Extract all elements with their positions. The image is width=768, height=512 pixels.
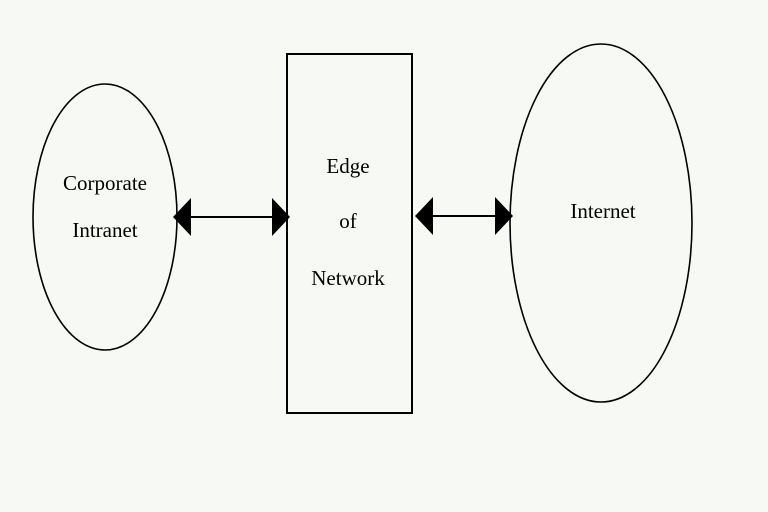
edge-of-network-rect	[286, 53, 413, 414]
edge-of-network-label-line1: Edge	[326, 154, 369, 178]
connector-intranet-edge	[173, 198, 290, 236]
arrowhead-right-icon	[495, 197, 513, 235]
edge-of-network-label-line2: of	[339, 209, 357, 233]
corporate-intranet-label-line2: Intranet	[72, 218, 137, 242]
internet-ellipse	[509, 43, 693, 403]
corporate-intranet-ellipse	[32, 83, 178, 351]
connector-edge-internet	[415, 197, 513, 235]
arrowhead-right-icon	[272, 198, 290, 236]
arrowhead-left-icon	[173, 198, 191, 236]
internet-label: Internet	[570, 199, 635, 223]
edge-of-network-label-line3: Network	[311, 266, 385, 290]
corporate-intranet-label-line1: Corporate	[63, 171, 147, 195]
arrowhead-left-icon	[415, 197, 433, 235]
